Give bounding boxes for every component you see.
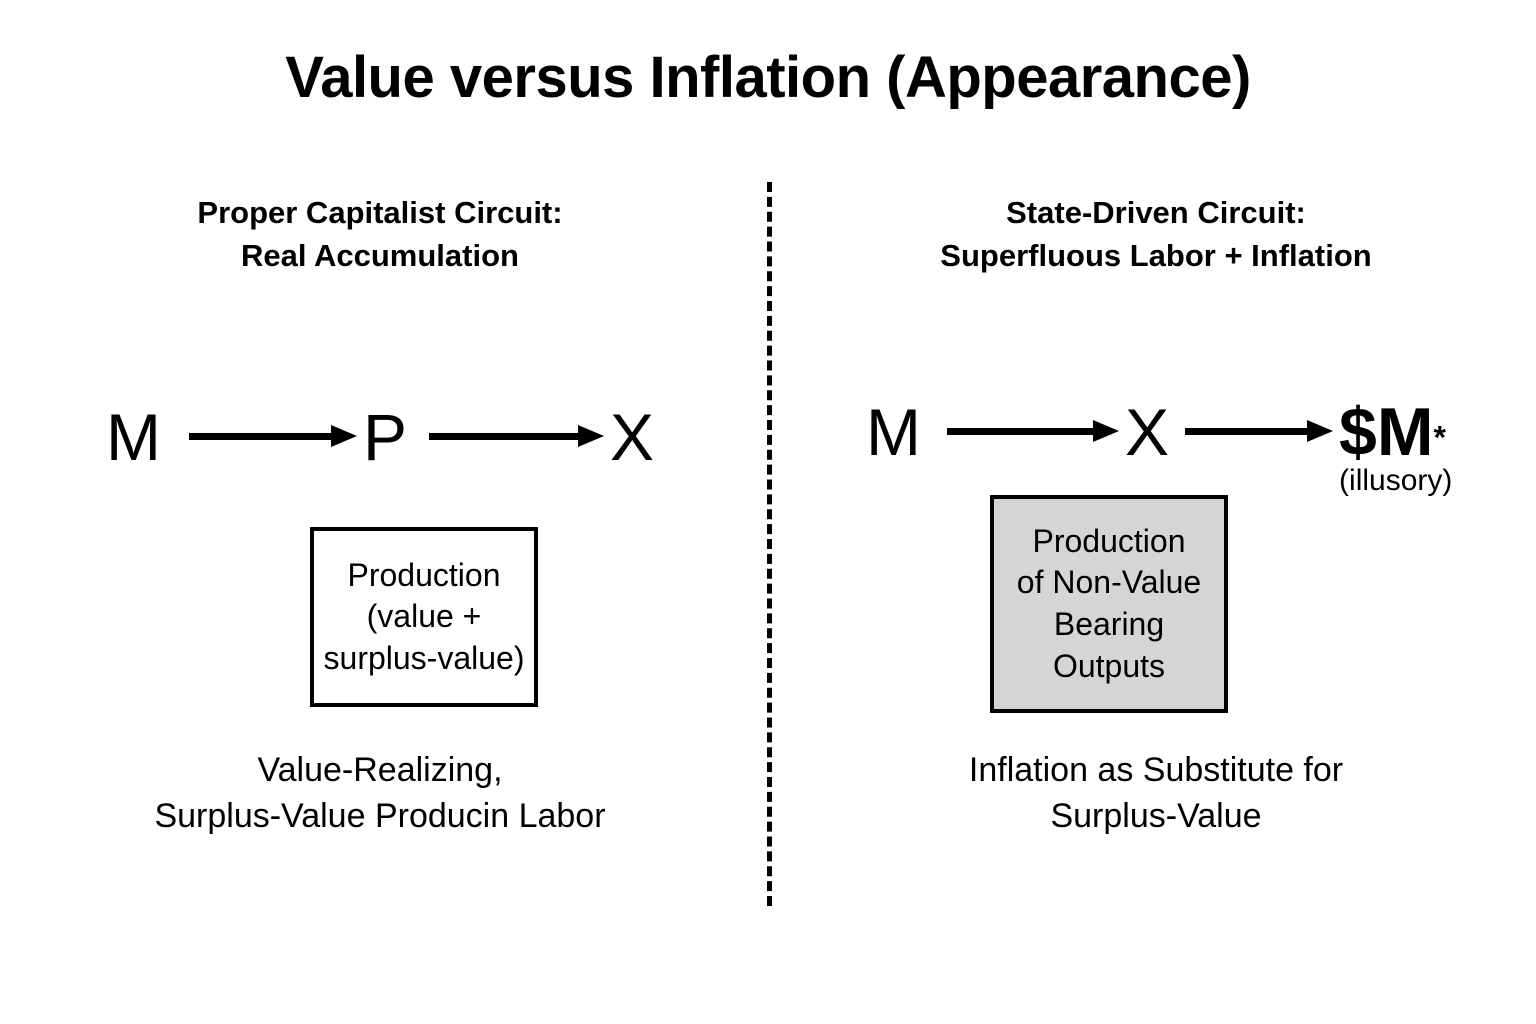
arrow-head bbox=[1093, 420, 1120, 442]
right-arrow-2-icon bbox=[1185, 420, 1334, 442]
left-arrow-1-icon bbox=[188, 425, 357, 447]
arrow-shaft bbox=[188, 433, 337, 440]
left-production-box: Production (value + surplus-value) bbox=[310, 527, 538, 707]
right-panel: State-Driven Circuit: Superfluous Labor … bbox=[776, 0, 1536, 1024]
arrow-head bbox=[577, 425, 604, 447]
vertical-dashed-divider bbox=[767, 182, 772, 906]
right-node-money: $M bbox=[1339, 394, 1434, 470]
right-circuit: M X $M* (illusory) bbox=[776, 394, 1536, 497]
left-panel-heading: Proper Capitalist Circuit: Real Accumula… bbox=[197, 195, 563, 273]
right-panel-heading: State-Driven Circuit: Superfluous Labor … bbox=[940, 195, 1372, 273]
arrow-head bbox=[330, 425, 357, 447]
arrow-head bbox=[1307, 420, 1334, 442]
right-node-money-group: $M* (illusory) bbox=[1339, 394, 1452, 497]
left-node-p: P bbox=[362, 400, 407, 474]
page-title: Value versus Inflation (Appearance) bbox=[285, 45, 1251, 110]
right-arrow-1-icon bbox=[947, 420, 1120, 442]
right-node-x: X bbox=[1125, 395, 1170, 469]
left-panel: Proper Capitalist Circuit: Real Accumula… bbox=[0, 0, 760, 1024]
right-production-box: Production of Non-Value Bearing Outputs bbox=[990, 495, 1228, 713]
left-node-m: M bbox=[105, 400, 161, 474]
illusory-label: (illusory) bbox=[1339, 464, 1453, 497]
left-arrow-2-icon bbox=[428, 425, 604, 447]
arrow-shaft bbox=[947, 428, 1100, 435]
arrow-shaft bbox=[428, 433, 584, 440]
right-caption: Inflation as Substitute for Surplus-Valu… bbox=[968, 751, 1344, 835]
asterisk-icon: * bbox=[1433, 419, 1446, 456]
arrow-shaft bbox=[1185, 428, 1314, 435]
left-circuit: M P X bbox=[0, 404, 760, 470]
left-node-x: X bbox=[609, 400, 655, 474]
left-caption: Value-Realizing, Surplus-Value Producin … bbox=[154, 751, 606, 835]
right-node-m: M bbox=[866, 395, 922, 469]
